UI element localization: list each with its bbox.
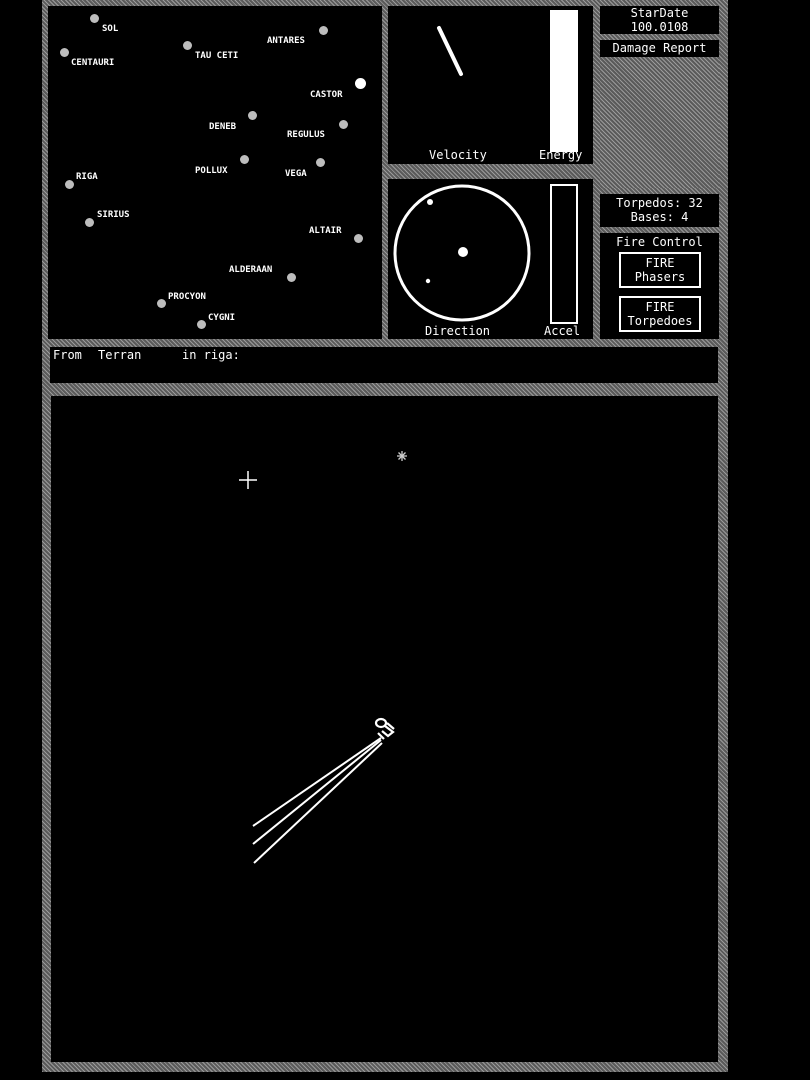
- stardate-value: 100.0108: [630, 20, 689, 34]
- direction-accel-panel: Direction Accel: [388, 179, 593, 339]
- fire-torpedoes-line2: Torpedoes: [627, 314, 693, 328]
- fire-torpedoes-line1: FIRE: [645, 300, 675, 314]
- message-panel: From Terran in riga:: [50, 347, 718, 383]
- stardate-label: StarDate: [630, 6, 689, 20]
- direction-gauge: [393, 184, 531, 322]
- star-label-altair: ALTAIR: [309, 226, 342, 236]
- ship-exhaust-trail: [252, 737, 383, 864]
- damage-report-label: Damage Report: [612, 41, 707, 55]
- velocity-needle: [437, 26, 463, 76]
- fire-control-title: Fire Control: [616, 235, 703, 249]
- star-marker-alderaan[interactable]: [287, 273, 296, 282]
- star-marker-altair[interactable]: [354, 234, 363, 243]
- fire-torpedoes-button[interactable]: FIRE Torpedoes: [619, 296, 701, 332]
- star-marker-sirius[interactable]: [85, 218, 94, 227]
- velocity-gauge: [437, 26, 463, 76]
- crosshair-icon: [239, 471, 257, 489]
- fire-phasers-button[interactable]: FIRE Phasers: [619, 252, 701, 288]
- star-marker-vega[interactable]: [316, 158, 325, 167]
- stardate-panel: StarDate 100.0108: [600, 6, 719, 34]
- direction-ring: [393, 184, 531, 322]
- torpedo-count: Torpedos: 32: [616, 196, 703, 210]
- message-location: in riga:: [182, 348, 240, 362]
- star-marker-pollux[interactable]: [240, 155, 249, 164]
- fire-control-panel: Fire Control FIRE Phasers FIRE Torpedoes: [600, 233, 719, 339]
- damage-report-area: [600, 57, 719, 188]
- fire-phasers-line2: Phasers: [634, 270, 686, 284]
- star-marker-procyon[interactable]: [157, 299, 166, 308]
- star-label-cygni: CYGNI: [208, 313, 236, 323]
- star-marker-tau-ceti[interactable]: [183, 41, 192, 50]
- velocity-label: Velocity: [429, 148, 487, 162]
- star-label-sirius: SIRIUS: [97, 210, 130, 220]
- energy-label: Energy: [539, 148, 583, 162]
- star-chart: SOL CENTAURI TAU CETI ANTARES CASTOR DENEB REG…: [48, 6, 382, 339]
- base-count: Bases: 4: [630, 210, 689, 224]
- star-marker-regulus[interactable]: [339, 120, 348, 129]
- star-marker-centauri[interactable]: [60, 48, 69, 57]
- direction-marker-small: [425, 278, 431, 284]
- star-label-centauri: CENTAURI: [71, 58, 115, 68]
- star-label-procyon: PROCYON: [168, 292, 206, 302]
- star-label-deneb: DENEB: [209, 122, 237, 132]
- star-label-vega: VEGA: [285, 169, 307, 179]
- space-view[interactable]: [51, 396, 718, 1062]
- direction-label: Direction: [425, 324, 491, 338]
- space-scene: [239, 451, 407, 864]
- direction-marker: [427, 199, 433, 205]
- star-label-riga: RIGA: [76, 172, 98, 182]
- star-label-antares: ANTARES: [267, 36, 305, 46]
- star-label-castor: CASTOR: [310, 90, 343, 100]
- fire-phasers-line1: FIRE: [645, 256, 675, 270]
- star-label-sol: SOL: [102, 24, 119, 34]
- energy-bar-fill: [550, 10, 578, 152]
- distant-star-icon: [397, 451, 407, 461]
- star-marker-cygni[interactable]: [197, 320, 206, 329]
- player-ship-icon: [374, 717, 395, 740]
- damage-report-header[interactable]: Damage Report: [600, 40, 719, 57]
- star-label-pollux: POLLUX: [195, 166, 228, 176]
- accel-bar: [550, 184, 578, 324]
- message-from: From: [53, 348, 82, 362]
- star-label-alderaan: ALDERAAN: [229, 265, 273, 275]
- direction-center: [458, 247, 468, 257]
- star-marker-sol[interactable]: [90, 14, 99, 23]
- star-label-regulus: REGULUS: [287, 130, 325, 140]
- velocity-energy-panel: Velocity Energy: [388, 6, 593, 164]
- star-label-tau-ceti: TAU CETI: [195, 51, 239, 61]
- energy-bar: [550, 10, 578, 152]
- star-marker-antares[interactable]: [319, 26, 328, 35]
- star-marker-deneb[interactable]: [248, 111, 257, 120]
- message-sender: Terran: [98, 348, 142, 362]
- star-marker-riga[interactable]: [65, 180, 74, 189]
- accel-label: Accel: [544, 324, 581, 338]
- status-panel: Torpedos: 32 Bases: 4: [600, 194, 719, 227]
- star-marker-castor[interactable]: [355, 78, 366, 89]
